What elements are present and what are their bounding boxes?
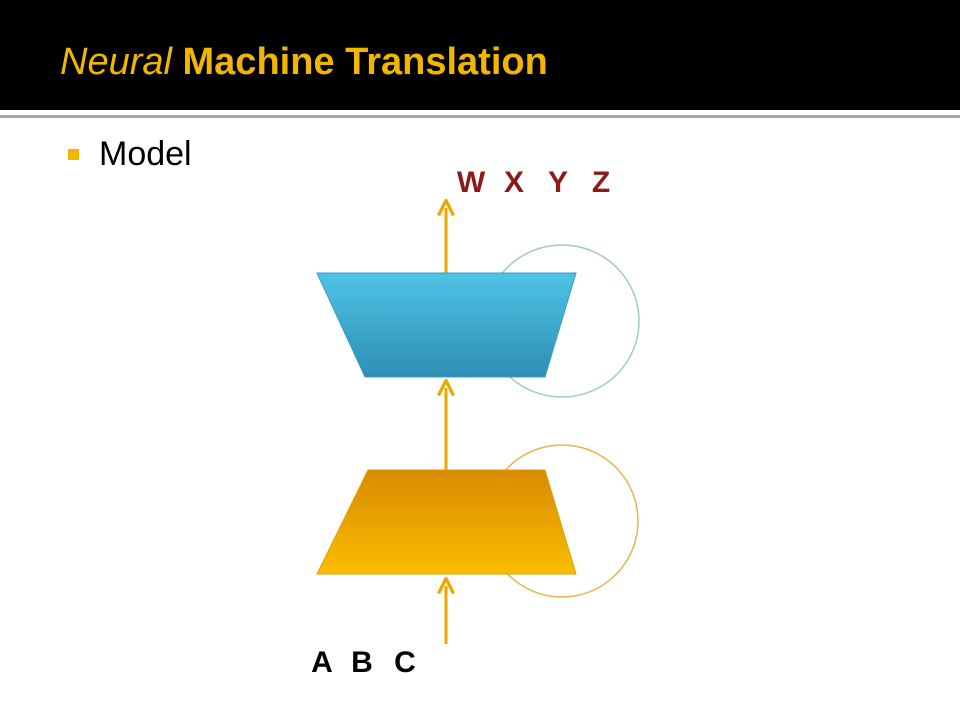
bullet-text: Model xyxy=(99,134,192,173)
output-token-z: Z xyxy=(592,166,610,199)
title-bold-part: Machine Translation xyxy=(182,41,548,83)
decoder-block xyxy=(316,272,577,378)
title-divider xyxy=(0,115,960,118)
encoder-block xyxy=(316,469,577,575)
output-token-w: W xyxy=(457,166,486,199)
input-token-b: B xyxy=(351,646,373,679)
title-bar xyxy=(0,0,960,110)
bullet-item: Model xyxy=(68,132,192,176)
bullet-square-icon xyxy=(68,148,79,160)
output-token-y: Y xyxy=(548,166,568,199)
title-italic-part: Neural xyxy=(60,41,172,83)
slide-title: Neural Machine Translation xyxy=(60,36,548,88)
output-token-x: X xyxy=(504,166,524,199)
input-tokens: A B C xyxy=(311,646,416,679)
output-tokens: W X Y Z xyxy=(457,166,610,199)
input-token-c: C xyxy=(394,646,416,679)
input-token-a: A xyxy=(311,646,333,679)
